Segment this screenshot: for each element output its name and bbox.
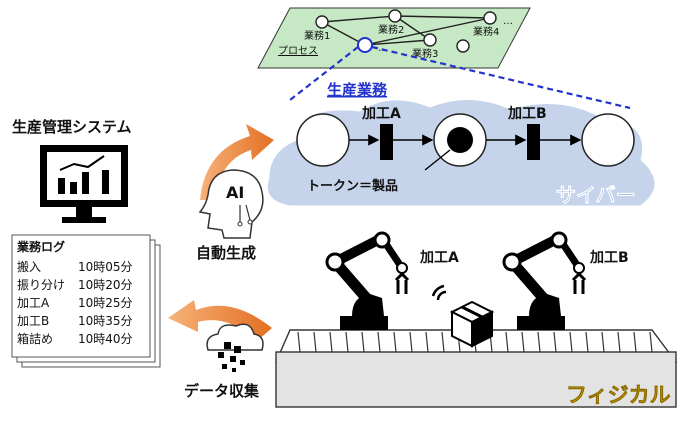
- product-box-icon: [449, 300, 495, 348]
- process-node: [315, 15, 329, 29]
- system-title: 生産管理システム: [12, 118, 132, 136]
- physical-world-label: フィジカル: [566, 383, 671, 407]
- log-time: 10時20分: [78, 278, 133, 292]
- log-time: 10時05分: [78, 260, 133, 274]
- robot-a-label: 加工A: [419, 250, 459, 266]
- process-node: [456, 39, 470, 53]
- cyber-world-label: サイバー: [556, 183, 636, 207]
- log-time: 10時40分: [78, 332, 133, 346]
- conveyor-belt: [274, 329, 678, 408]
- process-node: [423, 33, 437, 47]
- data-collection-label: データ収集: [184, 382, 260, 400]
- ai-head-icon: [198, 169, 264, 239]
- token-label: トークン＝製品: [307, 178, 398, 194]
- log-task: 箱詰め: [17, 331, 53, 346]
- process-node-label: 業務2: [378, 23, 404, 36]
- highlighted-process-node: [357, 37, 373, 53]
- log-task: 振り分け: [17, 278, 65, 292]
- token-icon: [447, 127, 473, 153]
- step-b-label: 加工B: [507, 106, 547, 122]
- process-ellipsis: …: [503, 16, 513, 27]
- wifi-icon: [431, 284, 447, 301]
- zoom-line: [289, 46, 359, 101]
- robot-b-label: 加工B: [589, 250, 629, 266]
- process-node: [483, 11, 497, 25]
- robot-arm-icon: [502, 231, 587, 330]
- log-title: 業務ログ: [16, 239, 65, 254]
- step-a-label: 加工A: [361, 106, 401, 122]
- process-plane: 業務1 業務2 業務3 業務4 … … プロセス: [257, 7, 531, 69]
- log-rows: 搬入 10時05分 振り分け 10時20分 加工A 10時25分 加工B 10時…: [17, 259, 133, 346]
- process-node: [388, 9, 402, 23]
- business-log: [11, 234, 161, 368]
- log-task: 搬入: [17, 259, 41, 274]
- transition-bar: [527, 124, 540, 160]
- log-task: 加工A: [17, 296, 50, 310]
- ai-badge: AI: [226, 183, 244, 202]
- log-time: 10時25分: [78, 296, 133, 310]
- process-node-label: 業務4: [473, 25, 499, 38]
- transition-bar: [380, 124, 393, 160]
- zoom-line: [371, 45, 631, 110]
- business-label: 生産業務: [327, 81, 388, 99]
- log-time: 10時35分: [78, 314, 133, 328]
- monitor-icon: [40, 145, 128, 223]
- petri-net: [296, 113, 635, 171]
- ai-label: 自動生成: [196, 244, 256, 262]
- process-node-label: 業務3: [412, 47, 438, 60]
- robot-arm-icon: [325, 231, 410, 330]
- place-node: [296, 113, 350, 167]
- data-cloud-icon: [206, 323, 264, 372]
- process-label: プロセス: [278, 45, 318, 57]
- log-task: 加工B: [17, 314, 49, 328]
- place-node: [581, 113, 635, 167]
- process-node-label: 業務1: [304, 29, 330, 42]
